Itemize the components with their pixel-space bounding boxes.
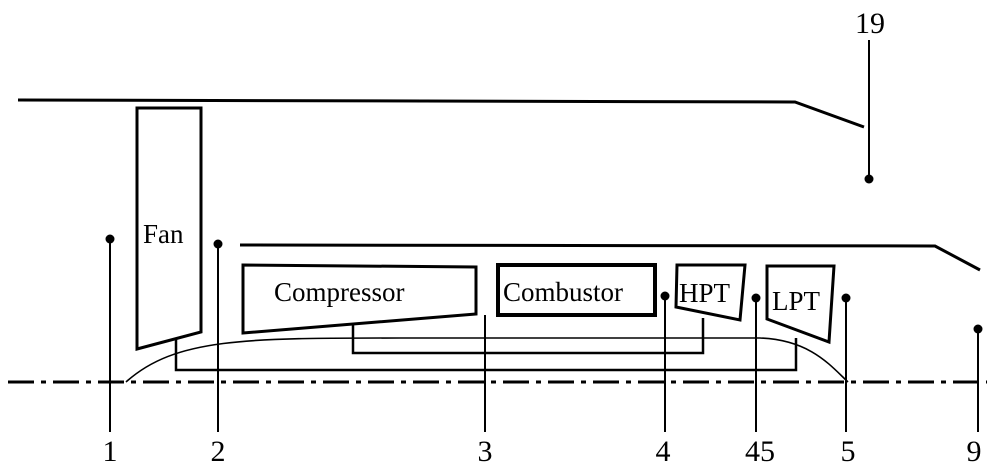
core-cowl-line (239, 243, 981, 272)
combustor-label: Combustor (503, 277, 623, 307)
hub-outline (125, 337, 849, 383)
station-4-label: 4 (656, 435, 671, 466)
station-3-label: 3 (478, 435, 493, 466)
fan-block (135, 106, 203, 351)
compressor-label: Compressor (274, 277, 405, 307)
combustor-block (496, 263, 657, 317)
station-45-label: 45 (745, 435, 775, 466)
station-2-label: 2 (211, 435, 226, 466)
fan-label: Fan (143, 219, 184, 249)
compressor-block (241, 263, 478, 335)
station-19-label: 19 (855, 7, 885, 40)
hpt-label: HPT (679, 278, 731, 308)
lpt-block (765, 264, 836, 345)
station-19-marker (864, 174, 874, 184)
nacelle-outer-line (17, 98, 865, 129)
hpt-block (674, 263, 747, 322)
station-1-label: 1 (103, 435, 118, 466)
high-pressure-shaft (351, 318, 705, 355)
lpt-label: LPT (772, 286, 821, 316)
station-5-label: 5 (841, 435, 856, 466)
station-9-label: 9 (967, 435, 982, 466)
